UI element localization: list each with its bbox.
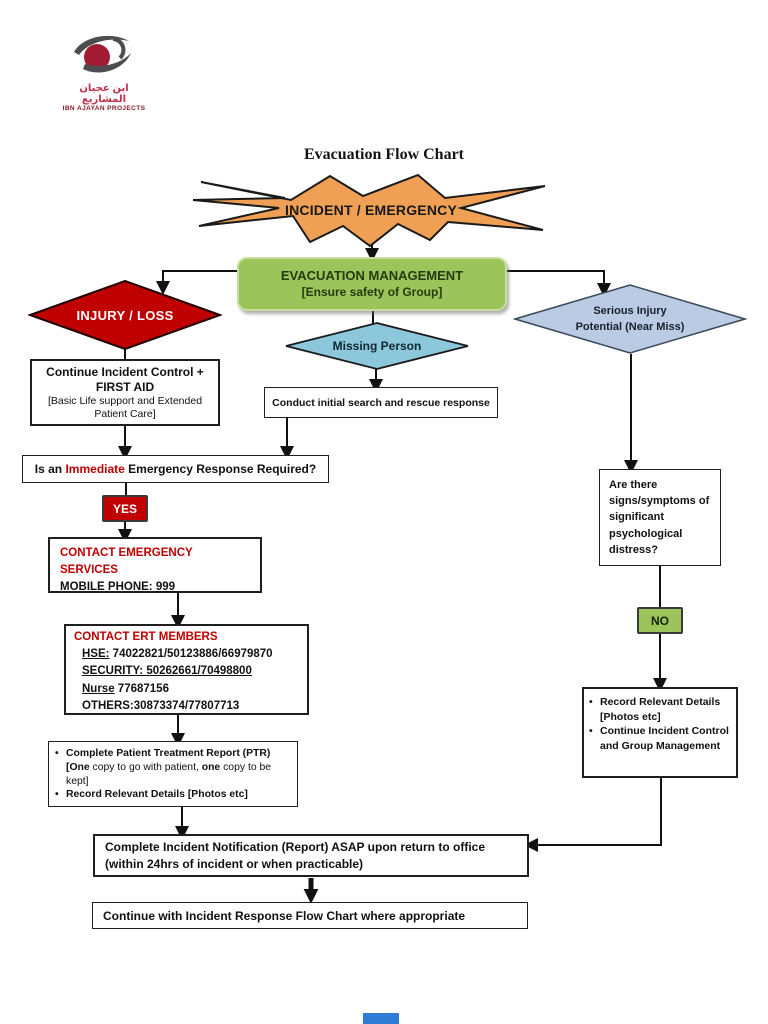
injury-loss-label: INJURY / LOSS [76,307,174,323]
ptr-b1-normal2: copy to be kept] [66,761,272,787]
first-aid-line1: Continue Incident Control + [46,364,204,379]
ert-title: CONTACT ERT MEMBERS [74,631,218,643]
record-b1-text: Record Relevant Details [Photos etc] [600,696,721,723]
question-post: Emergency Response Required? [124,462,317,476]
conduct-search-box: Conduct initial search and rescue respon… [264,387,498,418]
no-box: NO [637,607,683,634]
question-pre: Is an [34,462,66,476]
logo-arabic-text: ابن عجيان المشاريع [79,83,129,105]
missing-person-diamond: Missing Person [284,322,470,370]
evacuation-subtitle: [Ensure safety of Group] [301,285,443,299]
ptr-b2-text: Record Relevant Details [Photos etc] [66,789,248,801]
contact-emergency-box: CONTACT EMERGENCY SERVICES MOBILE PHONE:… [48,537,262,593]
phone-number: 999 [155,581,176,593]
injury-loss-diamond: INJURY / LOSS [28,280,222,350]
psych-line-4: psychological [609,527,683,540]
hse-label: HSE: [82,648,110,661]
starburst-shape [193,173,546,248]
first-aid-line2: FIRST AID [95,379,155,394]
yes-box: YES [102,495,148,522]
immediate-question-box: Is an Immediate Emergency Response Requi… [22,455,329,483]
nurse-number: 77687156 [114,682,169,695]
diamond-shape [285,322,469,370]
record-bullet-1: • Record Relevant Details [Photos etc] [589,695,732,724]
logo-icon [74,35,131,73]
contact-emergency-title: CONTACT EMERGENCY SERVICES [60,547,193,576]
phone-label: MOBILE PHONE: [60,581,156,593]
ptr-bullet-2: • Record Relevant Details [Photos etc] [55,788,291,802]
bullet-icon: • [589,696,593,708]
question-highlight: Immediate [65,462,125,476]
bullet-icon: • [55,748,59,759]
mobile-phone-line: MOBILE PHONE: 999 [60,579,250,596]
company-logo: ابن عجيان المشاريع IBN AJAYAN PROJECTS [56,30,152,113]
diamond-shape [28,280,222,350]
bullet-icon: • [589,725,593,738]
connector-line [507,270,611,297]
connector-line [156,270,237,295]
ptr-box: • Complete Patient Treatment Report (PTR… [48,741,298,807]
complete-incident-line1: Complete Incident Notification (Report) … [105,840,485,854]
connector-line [524,778,662,852]
psych-line-5: distress? [609,543,658,556]
record-bullet-2: • Continue Incident Control and Group Ma… [589,724,732,753]
record-details-box: • Record Relevant Details [Photos etc] •… [582,687,738,778]
psych-distress-box: Are there signs/symptoms of significant … [599,469,721,566]
complete-incident-line2: (within 24hrs of incident or when practi… [105,857,364,871]
first-aid-line3: [Basic Life support and Extended Patient… [47,394,203,420]
psych-line-3: significant [609,511,665,524]
record-b2-text: Continue Incident Control and Group Mana… [600,725,729,752]
ptr-b1-bold1: Complete Patient Treatment Report (PTR) … [66,748,271,773]
serious-injury-diamond: Serious Injury Potential (Near Miss) [513,284,747,354]
serious-injury-line2: Potential (Near Miss) [575,321,685,333]
incident-label: INCIDENT / EMERGENCY [284,202,457,218]
continue-flow-box: Continue with Incident Response Flow Cha… [92,902,528,929]
first-aid-box: Continue Incident Control + FIRST AID [B… [30,359,220,426]
bullet-icon: • [55,789,59,801]
complete-incident-box: Complete Incident Notification (Report) … [93,834,529,877]
evacuation-title: EVACUATION MANAGEMENT [280,268,464,283]
missing-person-label: Missing Person [332,339,422,353]
psych-line-1: Are there [609,479,658,491]
incident-starburst: INCIDENT / EMERGENCY [193,172,549,248]
ert-hse-line: HSE: 74022821/50123886/66979870 [82,646,299,663]
logo-company-name: IBN AJAYAN PROJECTS [62,105,146,112]
ert-others-line: OTHERS:30873374/77807713 [82,699,240,712]
serious-injury-line1: Serious Injury [593,305,667,317]
ert-nurse-line: Nurse 77687156 [82,681,299,698]
contact-ert-box: CONTACT ERT MEMBERS HSE: 74022821/501238… [64,624,309,715]
diamond-shape [513,284,747,354]
nurse-label: Nurse [82,682,115,695]
serious-injury-label: Serious Injury Potential (Near Miss) [513,284,747,354]
hse-numbers: 74022821/50123886/66979870 [109,648,273,661]
psych-line-2: signs/symptoms of [609,495,710,508]
page-loading-indicator [363,1013,399,1024]
page-title: Evacuation Flow Chart [304,146,464,163]
ptr-b1-bold2: one [201,761,221,773]
evacuation-management-box: EVACUATION MANAGEMENT [Ensure safety of … [237,257,507,311]
ert-security-line: SECURITY: 50262661/70498800 [82,665,252,678]
ptr-bullet-1: • Complete Patient Treatment Report (PTR… [55,747,291,788]
ptr-b1-normal1: copy to go with patient, [89,761,202,773]
